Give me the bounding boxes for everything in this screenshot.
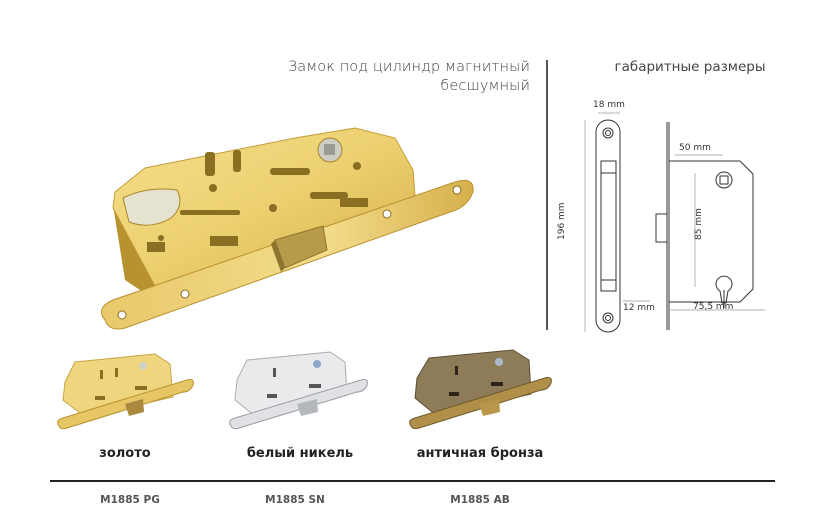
variant-finish-bronze: античная бронза [416, 446, 544, 461]
product-title-line2: бесшумный [440, 78, 530, 94]
dim-bottom-offset: 12 mm [623, 303, 655, 313]
dim-faceplate-width: 18 mm [593, 100, 625, 110]
lock-nickel-image [229, 351, 368, 430]
dimension-drawing [584, 112, 765, 333]
variant-code-bronze: M1885 AB [450, 494, 510, 506]
variant-finish-gold: золото [99, 446, 151, 461]
lock-gold-large-image [100, 127, 474, 330]
variant-finish-nickel: белый никель [246, 446, 354, 461]
dim-center-distance: 85 mm [694, 208, 704, 240]
dim-backset: 50 mm [679, 143, 711, 153]
variant-code-nickel: M1885 SN [265, 494, 325, 506]
product-title-line1: Замок под цилиндр магнитный [287, 59, 530, 75]
separator-line [50, 480, 775, 482]
product-title: Замок под цилиндр магнитный бесшумный [230, 58, 530, 96]
section-divider [546, 60, 548, 330]
dim-height: 196 mm [557, 202, 567, 240]
variant-code-gold: M1885 PG [100, 494, 160, 506]
dimensions-title: габаритные размеры [614, 59, 766, 75]
dim-body-width: 75,5 mm [693, 302, 734, 312]
lock-bronze-image [409, 349, 552, 430]
lock-gold-image [57, 353, 194, 430]
